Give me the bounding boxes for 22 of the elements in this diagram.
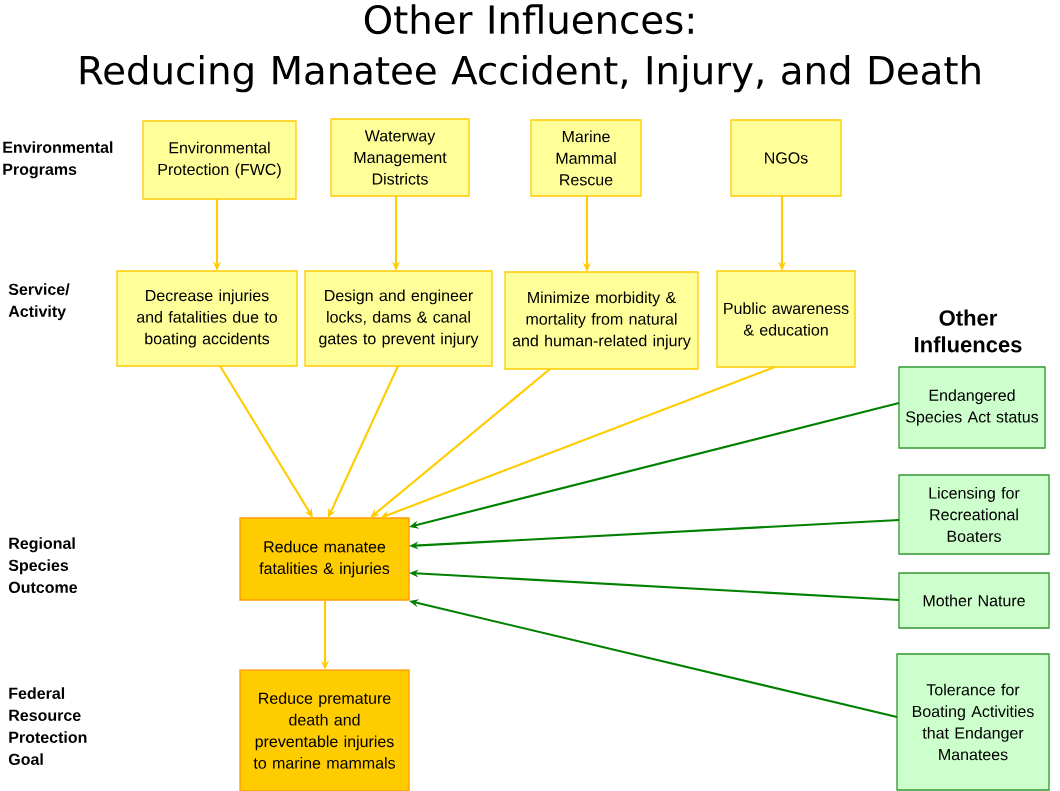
box: NGOs [730,119,842,197]
row-label: Federal Resource Protection Goal [8,687,87,765]
box: Public awareness & education [716,270,856,368]
box: Waterway Management Districts [330,118,470,197]
box: Endangered Species Act status [898,366,1046,449]
box: Licensing for Recreational Boaters [898,474,1050,555]
row-label: Other Influences [915,309,1022,353]
box: Mother Nature [898,572,1050,629]
row-label: Regional Species Outcome [8,537,78,593]
box: Minimize morbidity & mortality from natural and human-related injury [504,271,699,370]
row-label: Environmental Programs [3,141,113,179]
box: Marine Mammal Rescue [530,119,642,197]
arrow [370,368,551,518]
row-label: Service/ Activity [8,283,70,321]
box: Decrease injuries and fatalities due to boating accidents [116,270,298,367]
outcome-box: Reduce premature death and preventable injuries to marine mammals [239,669,410,791]
box: Design and engineer locks, dams & canal gates to prevent injury [304,270,493,367]
box: Tolerance for Boating Activities that Endanger Manatees [896,653,1050,791]
outcome-box: Reduce manatee fatalities & injuries [239,517,410,601]
title: Other Influences: Reducing Manatee Accident, Injury, and Death [80,4,980,93]
box: Environmental Protection (FWC) [142,120,297,200]
arrow [219,365,313,518]
